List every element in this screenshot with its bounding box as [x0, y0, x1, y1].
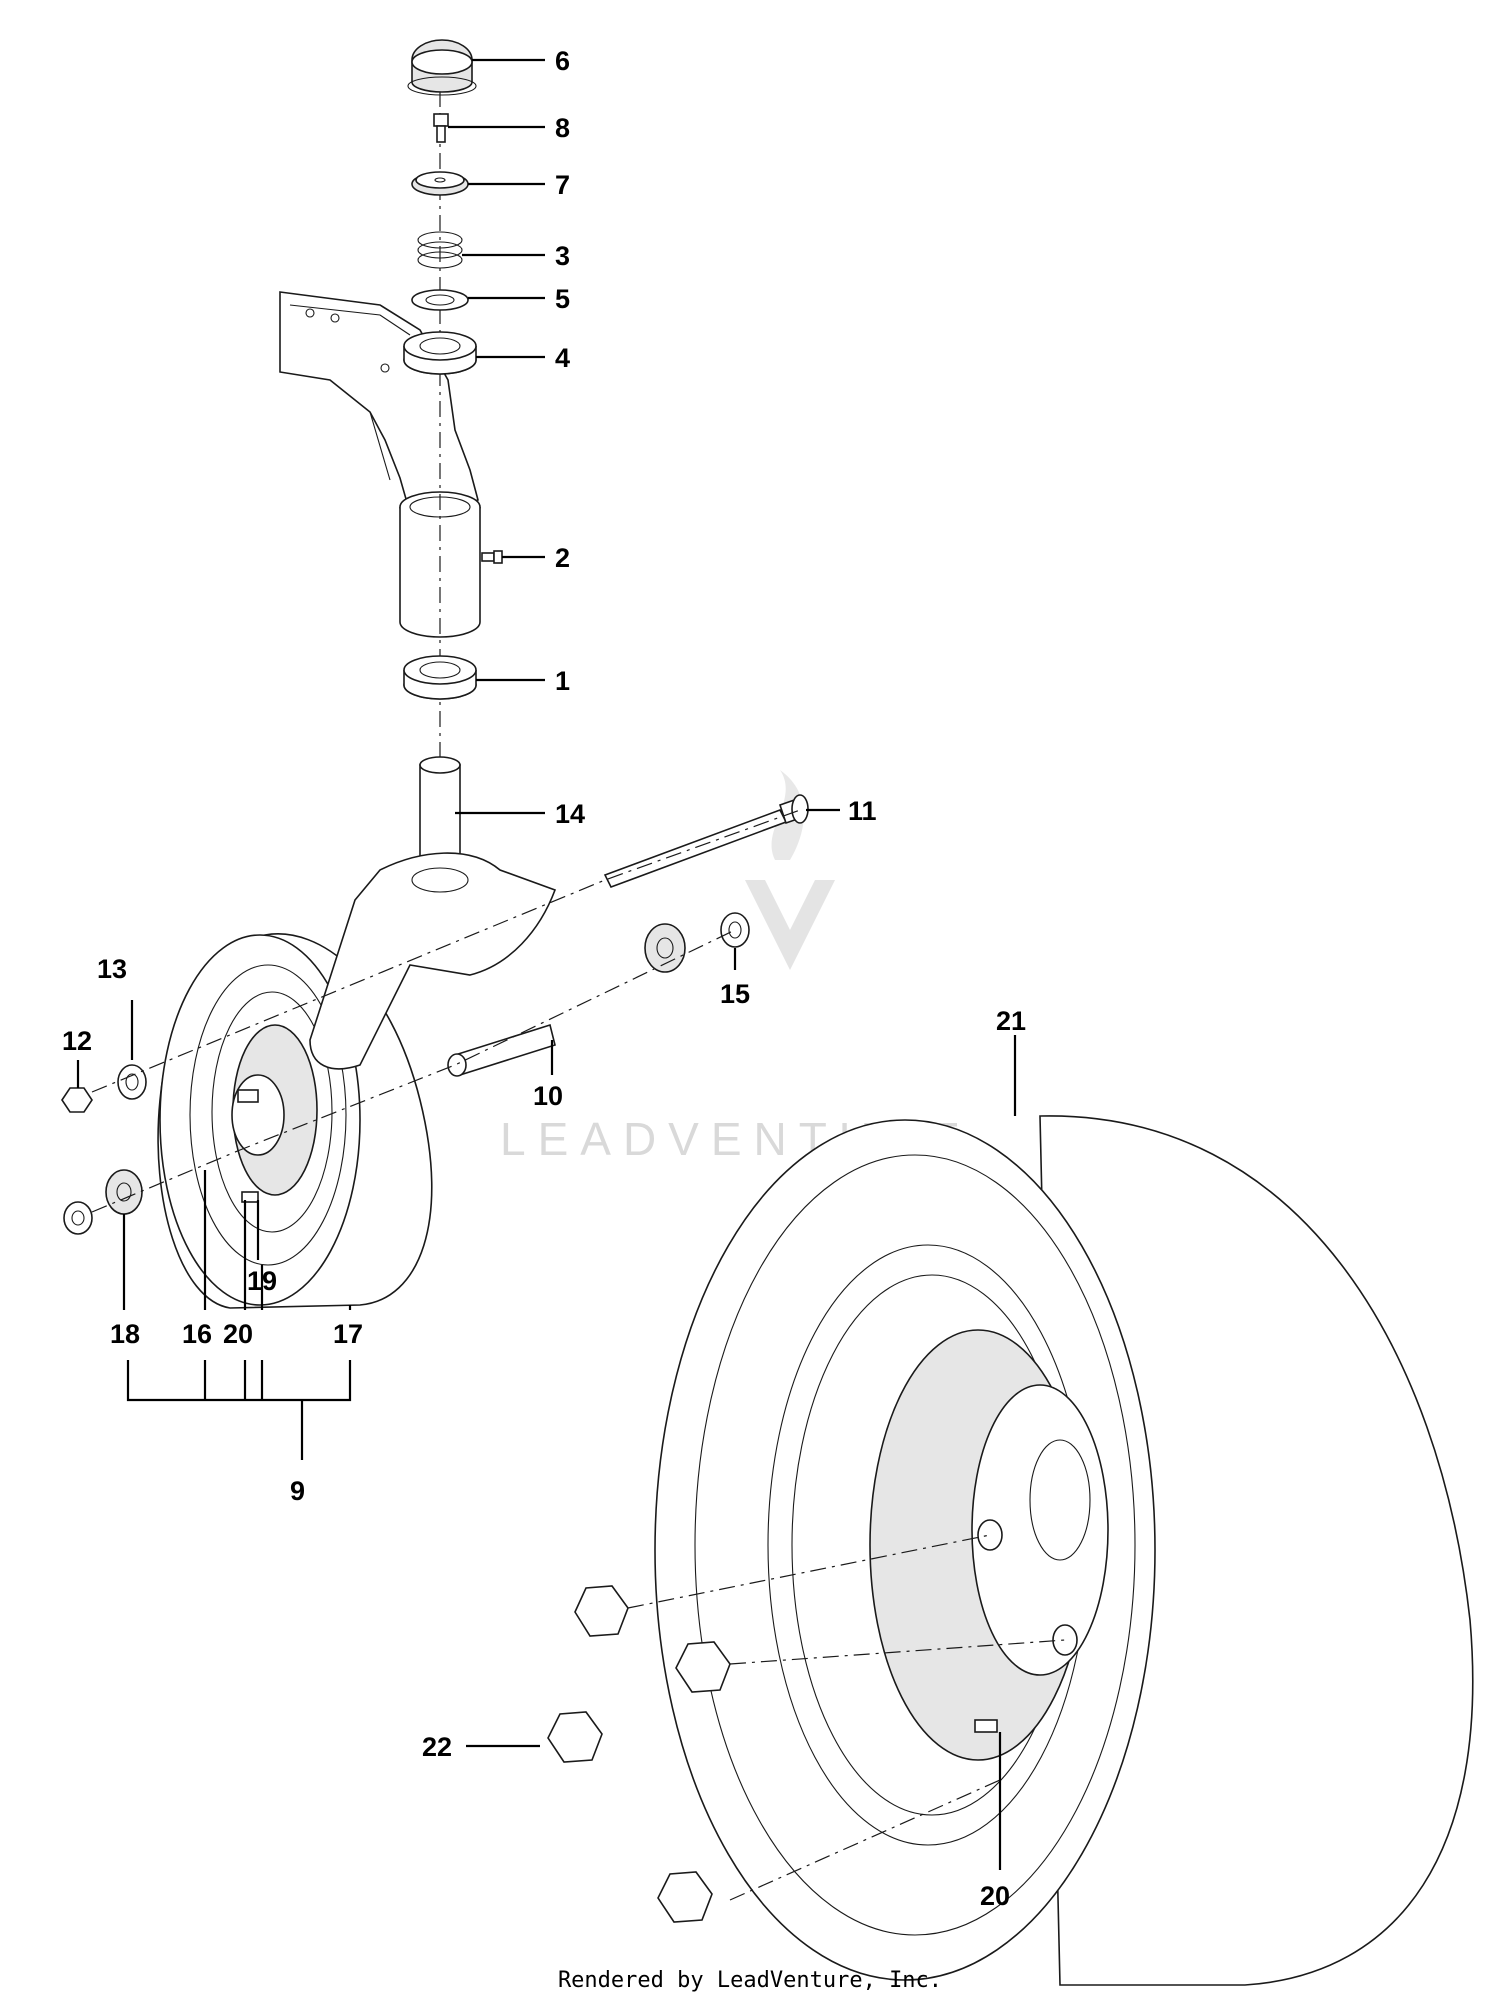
callout-16: 16 — [182, 1319, 212, 1349]
rear-tire — [654, 1115, 1474, 1986]
caster-fork — [309, 756, 557, 1070]
callout-12: 12 — [62, 1026, 92, 1056]
callout-5: 5 — [555, 284, 570, 314]
callout-3: 3 — [555, 241, 570, 271]
cap-washer — [411, 171, 469, 196]
callout-15: 15 — [720, 979, 750, 1009]
callout-20b: 20 — [980, 1881, 1010, 1911]
callout-13: 13 — [97, 954, 127, 984]
lug-nuts — [547, 1585, 731, 1923]
dust-cap — [407, 39, 477, 96]
callout-4: 4 — [555, 343, 570, 373]
callout-11: 11 — [848, 796, 877, 826]
lower-bearing — [403, 655, 477, 700]
callout-17: 17 — [333, 1319, 363, 1349]
callout-8: 8 — [555, 113, 570, 143]
callout-7: 7 — [555, 170, 570, 200]
tube-grease-fitting — [481, 550, 503, 564]
caster-upper-axis — [91, 809, 801, 1093]
lug-axis-2 — [729, 1639, 1066, 1665]
axle-bolt — [603, 794, 809, 888]
callout-19: 19 — [247, 1266, 277, 1296]
callout-9: 9 — [290, 1476, 305, 1506]
callout-14: 14 — [555, 799, 585, 829]
lug-axis-3 — [729, 1779, 1001, 1901]
caster-left-hardware — [61, 1064, 147, 1235]
grease-bolt — [433, 113, 449, 143]
callout-labels: 6 8 7 3 5 4 2 1 14 11 15 10 13 12 21 19 … — [62, 46, 1026, 1911]
callout-6: 6 — [555, 46, 570, 76]
callout-2: 2 — [555, 543, 570, 573]
callout-22: 22 — [422, 1732, 452, 1762]
callout-20a: 20 — [223, 1319, 253, 1349]
upper-bearing — [403, 331, 477, 375]
flat-washer — [411, 289, 469, 311]
leader-lines — [76, 58, 1017, 1870]
caster-seal-right — [644, 912, 750, 973]
spacer-tube — [447, 1023, 556, 1077]
callout-18: 18 — [110, 1319, 140, 1349]
caster-yoke-arm — [279, 291, 479, 522]
spring-clip — [417, 231, 463, 269]
callout-1: 1 — [555, 666, 570, 696]
callout-21: 21 — [996, 1006, 1026, 1036]
callout-10: 10 — [533, 1081, 563, 1111]
render-credit: Rendered by LeadVenture, Inc. — [557, 1968, 943, 1993]
